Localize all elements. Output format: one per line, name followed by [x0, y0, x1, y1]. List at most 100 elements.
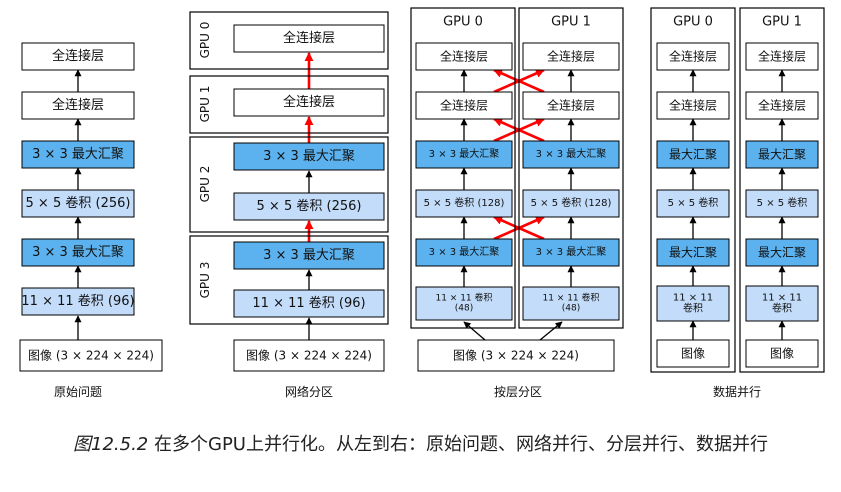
p4-gpu1-pool-2: 最大汇聚	[745, 140, 819, 169]
p1-pool-1: 3 × 3 最大汇聚	[21, 238, 135, 267]
p4-gpu1-label: GPU 1	[762, 15, 802, 30]
p4-gpu0-pool-1: 最大汇聚	[656, 238, 730, 267]
p4-gpu0-fc-1: 全连接层	[656, 91, 730, 120]
p4-gpu1-fc-1: 全连接层	[745, 91, 819, 120]
p4-frame-gpu0	[650, 7, 736, 373]
p3-gpu0-conv5-label: 5 × 5 卷积 (128)	[424, 196, 505, 209]
p2-pool-2-label: 3 × 3 最大汇聚	[263, 149, 355, 164]
p4-gpu1-pool-1-label: 最大汇聚	[758, 246, 806, 260]
p3-gpu0-fc-2: 全连接层	[415, 42, 513, 71]
p2-pool-1-label: 3 × 3 最大汇聚	[263, 248, 355, 263]
p1-pool-1-label: 3 × 3 最大汇聚	[32, 245, 124, 260]
p4-gpu0-fc-2: 全连接层	[656, 42, 730, 71]
p3-gpu0-fc-1-label: 全连接层	[440, 98, 488, 113]
p3-gpu0-fc-2-label: 全连接层	[440, 49, 488, 64]
p2-conv11-label: 11 × 11 卷积 (96)	[252, 295, 365, 311]
p3-input: 图像 (3 × 224 × 224)	[417, 339, 615, 372]
p3-gpu1-fc-1: 全连接层	[522, 91, 620, 120]
p3-gpu1-pool-2-label: 3 × 3 最大汇聚	[536, 147, 607, 160]
p4-gpu0-label: GPU 0	[673, 15, 713, 30]
figure-caption: 图12.5.2 在多个GPU上并行化。从左到右：原始问题、网络并行、分层并行、数…	[20, 430, 821, 459]
p1-conv5: 5 × 5 卷积 (256)	[21, 189, 135, 218]
p4-gpu0-input: 图像	[656, 339, 730, 368]
p4-gpu1-input: 图像	[745, 339, 819, 368]
panel-label-layerwise: 按层分区	[494, 385, 542, 399]
p2-gpu1-label: GPU 1	[198, 86, 212, 123]
p3-gpu1-fc-1-label: 全连接层	[547, 98, 595, 113]
p2-input-label: 图像 (3 × 224 × 224)	[246, 349, 372, 363]
p4-gpu1-conv5: 5 × 5 卷积	[745, 189, 819, 218]
panel-label-original: 原始问题	[54, 385, 102, 399]
p2-frame-gpu2	[189, 136, 389, 233]
p1-input-label: 图像 (3 × 224 × 224)	[28, 349, 154, 363]
p4-gpu0-pool-1-label: 最大汇聚	[669, 246, 717, 260]
p2-gpu0-label: GPU 0	[198, 22, 212, 59]
p3-frame-gpu1	[518, 7, 624, 329]
p2-frame-gpu1	[189, 75, 389, 134]
caption-text: 在多个GPU上并行化。从左到右：原始问题、网络并行、分层并行、数据并行	[154, 434, 768, 455]
p1-pool-2: 3 × 3 最大汇聚	[21, 140, 135, 169]
p2-pool-1: 3 × 3 最大汇聚	[233, 241, 385, 270]
p1-fc-1: 全连接层	[21, 91, 135, 120]
p2-fc-1-label: 全连接层	[283, 94, 335, 110]
p4-gpu0-conv11-label-line1: 11 × 11	[673, 293, 713, 304]
p3-gpu1-label: GPU 1	[551, 15, 591, 30]
p3-frame-gpu0	[410, 7, 516, 329]
p4-gpu1-input-label: 图像	[770, 347, 794, 361]
p4-frame-gpu1	[739, 7, 825, 373]
p2-gpu2-label: GPU 2	[198, 166, 212, 203]
p4-gpu0-fc-2-label: 全连接层	[669, 49, 717, 64]
p3-gpu1-conv5-label: 5 × 5 卷积 (128)	[531, 196, 612, 209]
p2-conv11: 11 × 11 卷积 (96)	[233, 289, 385, 318]
p4-gpu1-pool-2-label: 最大汇聚	[758, 148, 806, 162]
panel-label-network: 网络分区	[285, 384, 333, 399]
p3-gpu0-conv11-label-line2: (48)	[455, 304, 473, 314]
p3-gpu1-fc-2-label: 全连接层	[547, 49, 595, 64]
p4-gpu1-conv11-label-line2: 卷积	[772, 302, 792, 315]
p3-gpu0-conv5: 5 × 5 卷积 (128)	[415, 189, 513, 218]
p3-gpu1-pool-1: 3 × 3 最大汇聚	[522, 238, 620, 267]
p2-frame-gpu3	[189, 235, 389, 325]
p3-gpu0-pool-2: 3 × 3 最大汇聚	[415, 140, 513, 169]
p4-gpu0-pool-2-label: 最大汇聚	[669, 148, 717, 162]
p4-gpu0-input-label: 图像	[681, 347, 705, 361]
p3-gpu1-conv11: 11 × 11 卷积(48)	[522, 286, 620, 321]
p1-conv5-label: 5 × 5 卷积 (256)	[26, 195, 131, 211]
p2-frame-gpu0	[189, 11, 389, 70]
p4-gpu1-pool-1: 最大汇聚	[745, 238, 819, 267]
p4-gpu1-fc-2: 全连接层	[745, 42, 819, 71]
p3-gpu0-pool-2-label: 3 × 3 最大汇聚	[429, 147, 500, 160]
p2-conv5: 5 × 5 卷积 (256)	[233, 192, 385, 221]
p1-fc-2: 全连接层	[21, 42, 135, 71]
p2-gpu3-label: GPU 3	[198, 262, 212, 299]
p1-input: 图像 (3 × 224 × 224)	[19, 339, 163, 372]
p3-gpu0-label: GPU 0	[443, 15, 483, 30]
p3-gpu1-pool-1-label: 3 × 3 最大汇聚	[536, 245, 607, 258]
p3-gpu1-conv11-label-line2: (48)	[562, 304, 580, 314]
p2-pool-2: 3 × 3 最大汇聚	[233, 142, 385, 171]
p2-fc-2: 全连接层	[233, 24, 385, 53]
p1-fc-1-label: 全连接层	[52, 97, 104, 113]
caption-number: 图12.5.2	[73, 434, 149, 455]
p4-gpu1-fc-2-label: 全连接层	[758, 49, 806, 64]
p1-fc-2-label: 全连接层	[52, 48, 104, 64]
panel-label-data: 数据并行	[713, 384, 761, 399]
p2-conv5-label: 5 × 5 卷积 (256)	[257, 198, 362, 214]
p3-arrow-input-gpu0	[463, 321, 486, 341]
p3-gpu0-pool-1: 3 × 3 最大汇聚	[415, 238, 513, 267]
p1-pool-2-label: 3 × 3 最大汇聚	[32, 147, 124, 162]
p4-gpu1-conv5-label: 5 × 5 卷积	[757, 196, 808, 209]
p3-gpu1-pool-2: 3 × 3 最大汇聚	[522, 140, 620, 169]
p2-fc-2-label: 全连接层	[283, 30, 335, 46]
p1-conv11-label: 11 × 11 卷积 (96)	[21, 293, 134, 309]
p3-gpu0-pool-1-label: 3 × 3 最大汇聚	[429, 245, 500, 258]
p3-gpu1-fc-2: 全连接层	[522, 42, 620, 71]
p3-arrow-input-gpu1	[539, 321, 563, 341]
p3-gpu0-conv11-label-line1: 11 × 11 卷积	[435, 292, 492, 304]
p3-gpu0-fc-1: 全连接层	[415, 91, 513, 120]
p4-gpu1-conv11-label-line1: 11 × 11	[762, 293, 802, 304]
p1-conv11: 11 × 11 卷积 (96)	[21, 287, 135, 316]
